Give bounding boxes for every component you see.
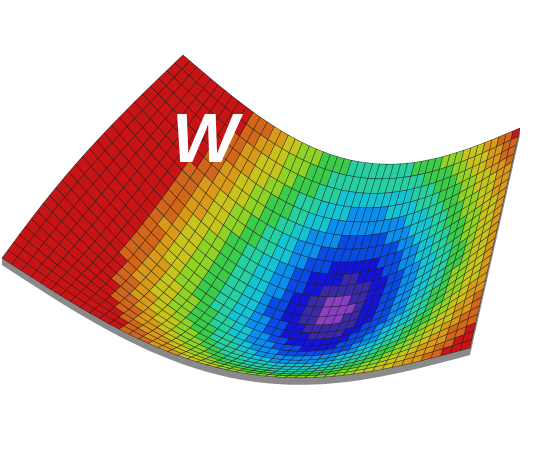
right-edge-thickness — [470, 128, 520, 355]
surface-edges — [2, 128, 520, 385]
front-edge-thickness — [2, 258, 470, 385]
mesh-surface — [1, 54, 521, 379]
field-label-w: W — [172, 99, 244, 177]
